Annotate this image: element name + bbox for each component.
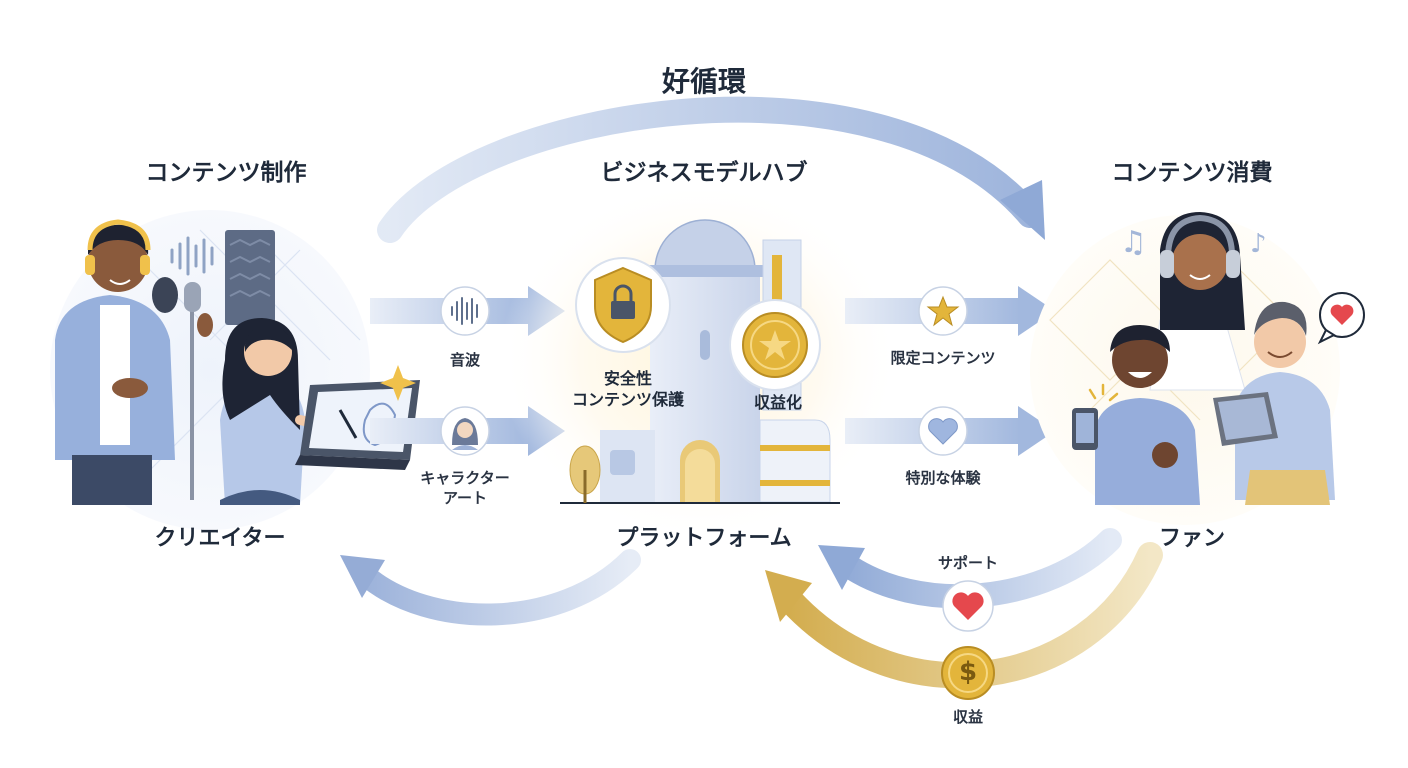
creator-person-female xyxy=(220,318,350,505)
svg-text:♫: ♫ xyxy=(1120,225,1147,260)
creation-heading: コンテンツ制作 xyxy=(145,160,307,186)
character-avatar-icon xyxy=(440,406,490,456)
cycle-title: 好循環 xyxy=(661,65,747,98)
return-label-support: サポート xyxy=(937,554,999,572)
cycle-arc-top xyxy=(377,96,1043,243)
star-coin-icon xyxy=(729,299,821,391)
creator-label: クリエイター xyxy=(154,526,286,551)
sound-wave-graphic xyxy=(170,236,214,276)
fan-person-phone xyxy=(1072,325,1200,505)
return-arc-revenue-arrowhead xyxy=(765,570,812,622)
return-label-revenue: 収益 xyxy=(952,708,984,726)
dollar-sign-glyph: $ xyxy=(958,657,978,687)
creator-person-male xyxy=(55,219,213,505)
platform-label: プラットフォーム xyxy=(616,526,792,551)
music-note-icon: ♫ ♪ xyxy=(1120,225,1267,260)
svg-text:♪: ♪ xyxy=(1250,229,1267,259)
return-arc-left xyxy=(354,549,641,626)
acoustic-panel xyxy=(225,230,275,325)
flow-label-character-art: キャラクター アート xyxy=(420,469,510,507)
consumption-heading: コンテンツ消費 xyxy=(1111,160,1273,186)
speech-heart-icon xyxy=(1317,292,1365,345)
support-heart-icon xyxy=(942,580,994,632)
flow-label-experience: 特別な体験 xyxy=(905,469,981,487)
return-arc-support-arrowhead xyxy=(818,545,865,590)
fan-person-headphones xyxy=(1149,212,1246,391)
hub-heading: ビジネスモデルハブ xyxy=(600,160,808,186)
return-arc-left-arrowhead xyxy=(340,555,385,598)
shield-lock-icon xyxy=(575,257,671,353)
dollar-coin-icon xyxy=(941,646,995,700)
star-icon xyxy=(918,286,968,336)
fan-person-tablet xyxy=(1213,301,1335,505)
fan-label: ファン xyxy=(1158,526,1226,551)
flow-arrow-experience-head xyxy=(1018,406,1055,456)
flow-label-sound: 音波 xyxy=(449,351,481,369)
flow-arrow-exclusive-head xyxy=(1018,286,1055,336)
flow-label-exclusive: 限定コンテンツ xyxy=(890,349,996,367)
platform-building xyxy=(560,219,840,504)
cycle-arc-top-arrowhead xyxy=(1000,180,1045,240)
hub-feature-monetization: 収益化 xyxy=(753,393,803,412)
sound-wave-icon xyxy=(440,286,490,336)
sparkle-icon xyxy=(380,365,416,401)
microphone-icon xyxy=(152,277,201,500)
hub-feature-security: 安全性 コンテンツ保護 xyxy=(571,369,685,409)
heart-icon xyxy=(918,406,968,456)
tree-icon xyxy=(569,445,601,503)
phone-sparkle-icon xyxy=(1088,383,1119,402)
